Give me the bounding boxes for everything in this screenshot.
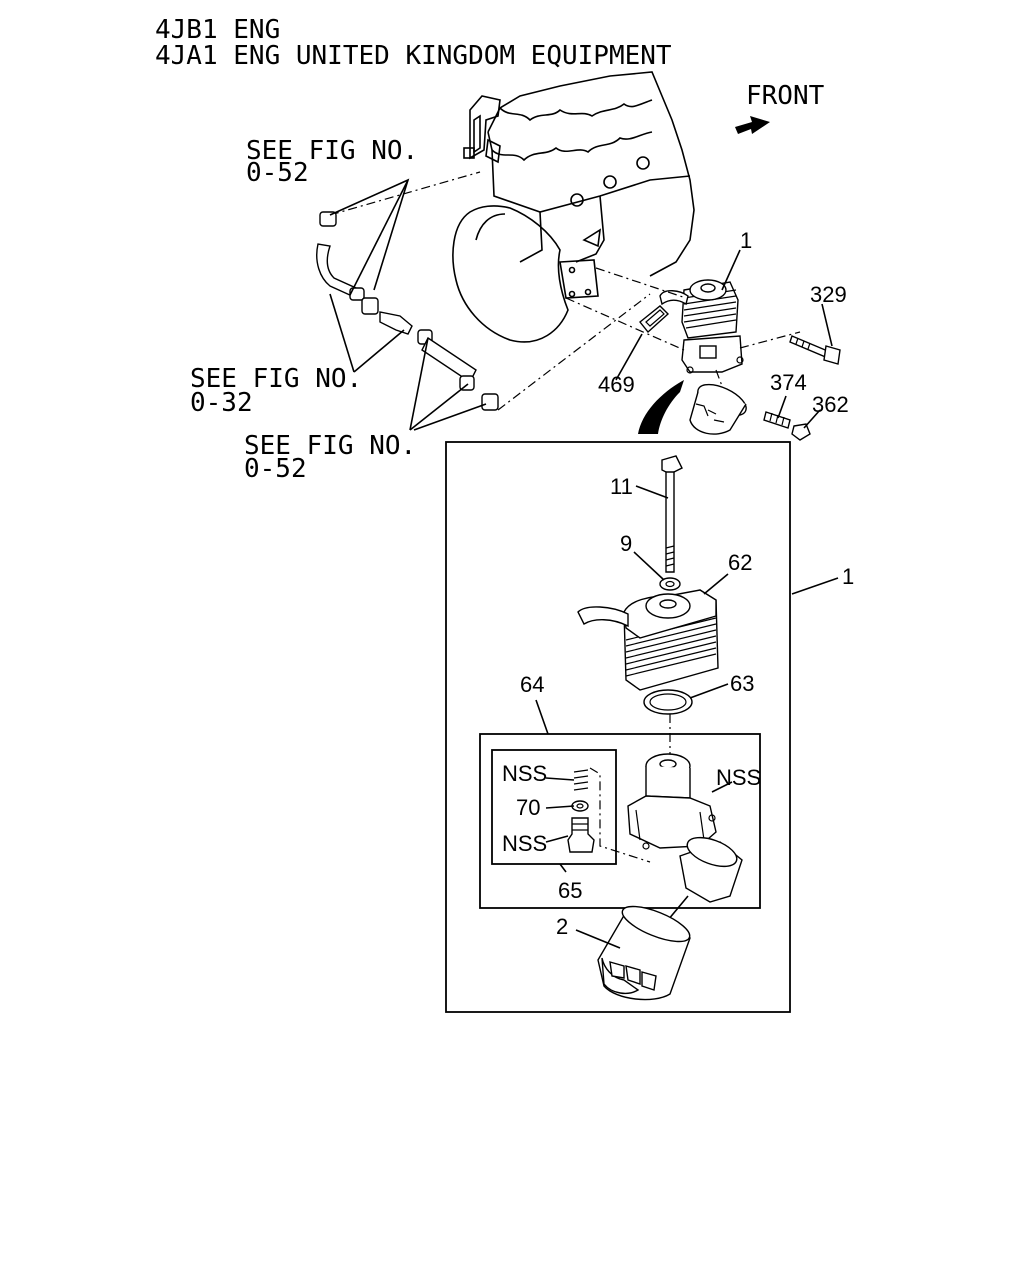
relief-valve-leader [589,767,651,863]
stud-374 [763,395,791,429]
leader-64 [535,699,549,735]
ref-0-52-bottom-line2: 0-52 [244,454,307,484]
subassembly-box-64 [479,733,761,909]
callout-9: 9 [620,531,632,556]
leader-lines-upper [329,171,801,411]
header-line-2: 4JA1 ENG UNITED KINGDOM EQUIPMENT [155,41,672,71]
relief-valve-parts [545,769,595,873]
washer-9 [633,551,681,591]
oil-cooler-assembly-small [659,279,747,435]
callout-374: 374 [770,370,807,395]
nut-362 [791,409,821,441]
detail-arrow [638,380,684,434]
front-arrow-icon [735,116,770,134]
callout-469: 469 [598,372,635,397]
bolt-11 [635,455,683,573]
callout-1-box: 1 [842,564,854,589]
front-label: FRONT [746,81,825,111]
callout-1-top: 1 [740,228,752,253]
oil-cooler-62 [577,573,729,691]
callout-62: 62 [728,550,752,575]
ref-0-52-top-line2: 0-52 [246,158,309,188]
ref-0-52-bottom-line1: SEE FIG NO. [244,431,416,461]
ref-0-32-line1: SEE FIG NO. [190,364,362,394]
callout-362: 362 [812,392,849,417]
callout-65: 65 [558,878,582,903]
leader-1-top [721,249,741,291]
ref-pointer-lines [329,178,487,431]
callout-11: 11 [610,474,633,499]
callout-2: 2 [556,914,568,939]
engine-block [452,71,695,343]
callout-63: 63 [730,671,754,696]
hose-fittings [316,211,499,411]
callout-nss-housing: NSS [716,765,761,790]
callout-64: 64 [520,672,544,697]
callout-nss-spring: NSS [502,761,547,786]
subassembly-box-65 [491,749,617,865]
ref-0-52-top-line1: SEE FIG NO. [246,136,418,166]
leader-1-box [791,577,839,595]
callout-70: 70 [516,795,540,820]
gasket-469 [615,305,670,381]
oil-cooler-housing [627,753,743,903]
callout-nss-plug: NSS [502,831,547,856]
header-line-1: 4JB1 ENG [155,15,280,45]
detail-box [445,441,791,1013]
o-ring-63 [643,683,729,715]
bolt-329 [789,303,841,365]
oil-filter-2 [575,895,691,1001]
callout-329: 329 [810,282,847,307]
ref-0-32-line2: 0-32 [190,388,253,418]
